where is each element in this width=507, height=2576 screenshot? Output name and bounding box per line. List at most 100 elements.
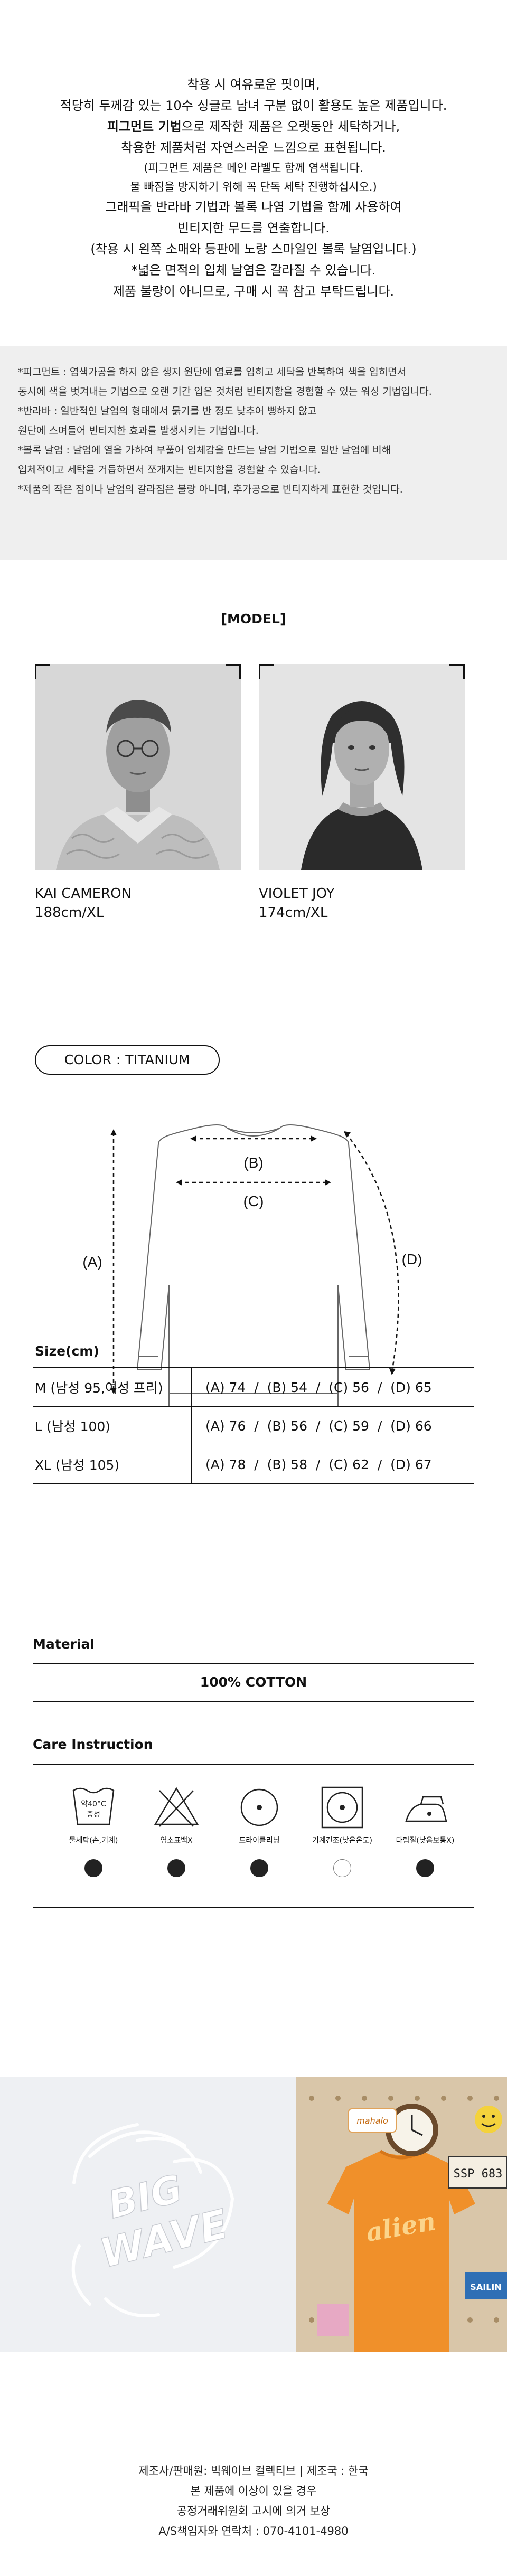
care-label: 다림질(낮음보통X) — [396, 1836, 455, 1845]
wash-40-icon: 약40°C 중성 — [67, 1783, 120, 1831]
color-badge: COLOR : TITANIUM — [35, 1045, 220, 1075]
svg-text:mahalo: mahalo — [356, 2116, 388, 2126]
model-name: VIOLET JOY — [259, 886, 335, 902]
care-label: 드라이클리닝 — [239, 1836, 280, 1845]
footer-info: 제조사/판매원: 빅웨이브 컬렉티브 | 제조국 : 한국 본 제품에 이상이 … — [0, 2461, 507, 2541]
care-item-bleach: 염소표백X — [137, 1783, 216, 1877]
care-item-tumble: 기계건조(낮은온도) — [303, 1783, 382, 1877]
description-line: 적당히 두께감 있는 10수 싱글로 남녀 구분 없이 활용도 높은 제품입니다… — [60, 98, 447, 113]
description-line: 빈티지한 무드를 연출합니다. — [177, 221, 330, 235]
size-label: XL (남성 105) — [33, 1445, 192, 1484]
label-a: (A) — [82, 1254, 102, 1270]
care-item-dryclean: 드라이클리닝 — [220, 1783, 299, 1877]
care-check-off — [333, 1859, 351, 1877]
frame-corner — [35, 664, 50, 679]
brand-banner: BIG WAVE alien SSP 683 mahalo — [0, 2077, 507, 2352]
product-description: 착용 시 여유로운 핏이며, 적당히 두께감 있는 10수 싱글로 남녀 구분 … — [0, 74, 507, 302]
model-size: 188cm/XL — [35, 905, 104, 921]
label-d: (D) — [402, 1251, 422, 1267]
pigment-term: 피그먼트 기법 — [107, 119, 182, 134]
banner-illustration: BIG WAVE alien SSP 683 mahalo — [0, 2077, 507, 2352]
table-row: M (남성 95,여성 프리) (A) 74 / (B) 54 / (C) 56… — [33, 1367, 474, 1407]
technique-notes: *피그먼트 : 염색가공을 하지 않은 생지 원단에 염료를 입히고 세탁을 반… — [0, 346, 507, 560]
care-label: 염소표백X — [160, 1836, 193, 1845]
material-value: 100% COTTON — [33, 1663, 474, 1702]
care-check-on — [84, 1859, 102, 1877]
tumble-dry-icon — [316, 1783, 369, 1831]
size-label: M (남성 95,여성 프리) — [33, 1367, 192, 1407]
svg-text:약40°C: 약40°C — [81, 1800, 106, 1808]
table-row: XL (남성 105) (A) 78 / (B) 58 / (C) 62 / (… — [33, 1445, 474, 1484]
size-table: M (남성 95,여성 프리) (A) 74 / (B) 54 / (C) 56… — [33, 1367, 474, 1484]
care-item-iron: 다림질(낮음보통X) — [386, 1783, 465, 1877]
care-check-on — [250, 1859, 268, 1877]
note-line: *피그먼트 : 염색가공을 하지 않은 생지 원단에 염료를 입히고 세탁을 반… — [18, 366, 407, 378]
license-plate: SAILIN — [465, 2272, 507, 2299]
svg-text:SAILIN: SAILIN — [470, 2282, 501, 2292]
footer-line: 공정거래위원회 고시에 의거 보상 — [176, 2505, 331, 2517]
model-name: KAI CAMERON — [35, 886, 132, 902]
model-section-title: [MODEL] — [221, 611, 286, 627]
care-check-on — [167, 1859, 185, 1877]
size-title: Size(cm) — [35, 1343, 99, 1359]
orange-tshirt: alien — [327, 2149, 475, 2352]
size-values: (A) 78 / (B) 58 / (C) 62 / (D) 67 — [191, 1445, 474, 1484]
description-note: 물 빠짐을 방지하기 위해 꼭 단독 세탁 진행하십시오.) — [130, 181, 377, 193]
care-label: 기계건조(낮은온도) — [312, 1836, 372, 1845]
frame-corner — [226, 664, 241, 679]
description-line: 착용한 제품처럼 자연스러운 느낌으로 표현됩니다. — [121, 140, 386, 155]
table-row: L (남성 100) (A) 76 / (B) 56 / (C) 59 / (D… — [33, 1406, 474, 1445]
no-bleach-icon — [150, 1783, 203, 1831]
iron-icon — [399, 1783, 452, 1831]
note-line: *제품의 작은 점이나 날염의 갈라짐은 불량 아니며, 후가공으로 빈티지하게… — [18, 484, 403, 495]
note-line: *반라바 : 일반적인 날염의 형태에서 묽기를 반 정도 낮추어 뻥하지 않고 — [18, 405, 317, 417]
description-line: 피그먼트 기법으로 제작한 제품은 오랫동안 세탁하거나, — [0, 116, 507, 137]
footer-line: A/S책임자와 연락처 : 070-4101-4980 — [158, 2525, 349, 2537]
dry-clean-icon — [233, 1783, 286, 1831]
description-line: *넓은 면적의 입체 날염은 갈라질 수 있습니다. — [131, 263, 376, 278]
description-note: (피그먼트 제품은 메인 라벨도 함께 염색됩니다. — [144, 162, 363, 174]
size-label: L (남성 100) — [33, 1406, 192, 1445]
smiley-sticker — [475, 2106, 502, 2133]
swirl-logo — [71, 2123, 234, 2317]
care-instructions: 약40°C 중성 물세탁(손,기계) 염소표백X 드라이클리닝 — [33, 1764, 474, 1908]
size-values: (A) 76 / (B) 56 / (C) 59 / (D) 66 — [191, 1406, 474, 1445]
description-line: 제품 불량이 아니므로, 구매 시 꼭 참고 부탁드립니다. — [112, 284, 395, 299]
label-b: (B) — [243, 1154, 263, 1171]
model-portrait-woman — [259, 664, 465, 870]
sticker-badge: mahalo — [348, 2108, 397, 2133]
care-item-wash: 약40°C 중성 물세탁(손,기계) — [54, 1783, 133, 1877]
care-title: Care Instruction — [33, 1737, 153, 1752]
model-card-kai: KAI CAMERON 188cm/XL — [35, 664, 241, 921]
model-photo-kai — [35, 664, 241, 870]
model-portrait-man — [35, 664, 241, 870]
model-size: 174cm/XL — [259, 905, 328, 921]
note-line: 원단에 스며들어 빈티지한 효과를 발생시키는 기법입니다. — [18, 425, 259, 437]
shirt-outline — [136, 1124, 371, 1407]
svg-text:SSP 683: SSP 683 — [454, 2167, 503, 2181]
label-c: (C) — [243, 1193, 264, 1209]
measure-line-d — [345, 1133, 399, 1373]
size-values: (A) 74 / (B) 54 / (C) 56 / (D) 65 — [191, 1367, 474, 1407]
pigment-rest: 으로 제작한 제품은 오랫동안 세탁하거나, — [181, 119, 400, 134]
care-check-on — [416, 1859, 434, 1877]
footer-line: 제조사/판매원: 빅웨이브 컬렉티브 | 제조국 : 한국 — [138, 2465, 369, 2477]
footer-line: 본 제품에 이상이 있을 경우 — [190, 2485, 317, 2497]
svg-text:중성: 중성 — [87, 1811, 100, 1819]
frame-corner — [449, 664, 465, 679]
sign-board: SSP 683 — [448, 2156, 507, 2189]
description-line: 그래픽을 반라바 기법과 볼록 나염 기법을 함께 사용하여 — [105, 200, 402, 214]
note-line: 동시에 색을 벗겨내는 기법으로 오랜 기간 입은 것처럼 빈티지함을 경험할 … — [18, 386, 432, 397]
toy-figure — [317, 2304, 349, 2336]
model-photo-violet — [259, 664, 465, 870]
material-title: Material — [33, 1636, 95, 1652]
shirt-collar — [227, 1128, 280, 1137]
note-line: 입체적이고 세탁을 거듭하면서 쪼개지는 빈티지함을 경험할 수 있습니다. — [18, 464, 321, 476]
description-line: (착용 시 왼쪽 소매와 등판에 노랑 스마일인 볼록 날염입니다.) — [90, 242, 417, 257]
wall-clock — [386, 2104, 438, 2156]
frame-corner — [259, 664, 274, 679]
care-label: 물세탁(손,기계) — [69, 1836, 118, 1845]
description-line: 착용 시 여유로운 핏이며, — [187, 77, 320, 92]
note-line: *볼록 날염 : 날염에 열을 가하여 부풀어 입체감을 만드는 날염 기법으로… — [18, 444, 391, 456]
model-card-violet: VIOLET JOY 174cm/XL — [259, 664, 465, 921]
